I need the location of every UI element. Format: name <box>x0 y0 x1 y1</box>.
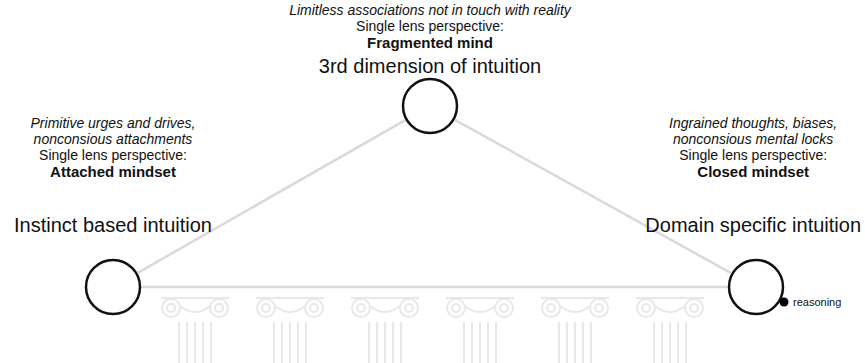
column-echinus <box>370 306 400 312</box>
column-echinus <box>275 306 305 312</box>
column-flute <box>558 322 560 363</box>
column-flute <box>273 322 275 363</box>
column-volute <box>400 299 418 317</box>
column-flute <box>574 322 576 363</box>
column-volute <box>162 299 180 317</box>
column-volute <box>595 304 603 312</box>
column-flute <box>661 322 663 363</box>
column-volute <box>257 299 275 317</box>
column <box>446 298 514 363</box>
column-volute <box>167 304 175 312</box>
perspective-text: Single lens perspective: <box>289 18 571 34</box>
column-volute <box>310 304 318 312</box>
mindset-text: Attached mindset <box>14 163 212 180</box>
column-flute <box>305 322 307 363</box>
column-flute <box>281 322 283 363</box>
column <box>541 298 609 363</box>
column-row <box>161 298 704 363</box>
column-flute <box>463 322 465 363</box>
mindset-text: Closed mindset <box>645 163 861 180</box>
column-volute <box>690 304 698 312</box>
circle-shape <box>729 260 783 314</box>
column-echinus <box>655 306 685 312</box>
column-flute <box>653 322 655 363</box>
column-flute <box>669 322 671 363</box>
column-volute <box>542 299 560 317</box>
column-flute <box>471 322 473 363</box>
column-flute <box>186 322 188 363</box>
column-volute <box>352 299 370 317</box>
column-volute <box>215 304 223 312</box>
column-flute <box>479 322 481 363</box>
intuition-circle: Limitless associations not in touch with… <box>400 76 460 136</box>
circle-outline <box>726 257 786 317</box>
column-flute <box>566 322 568 363</box>
description-text: Primitive urges and drives, nonconsious … <box>16 115 211 147</box>
column-volute <box>210 299 228 317</box>
intuition-circle: Primitive urges and drives, nonconsious … <box>83 257 143 317</box>
text-stack: Ingrained thoughts, biases, nonconsious … <box>645 115 861 236</box>
column-flute <box>685 322 687 363</box>
circle-outline <box>83 257 143 317</box>
circle-shape <box>403 79 457 133</box>
triangle-line <box>142 286 728 289</box>
text-stack: Limitless associations not in touch with… <box>289 2 571 77</box>
column-flute <box>487 322 489 363</box>
column-flute <box>495 322 497 363</box>
column-flute <box>677 322 679 363</box>
column-flute <box>202 322 204 363</box>
column-volute <box>637 299 655 317</box>
column-flute <box>194 322 196 363</box>
column-flute <box>376 322 378 363</box>
circle-outline <box>400 76 460 136</box>
column <box>256 298 324 363</box>
column-flute <box>178 322 180 363</box>
column-flute <box>582 322 584 363</box>
column-volute <box>642 304 650 312</box>
circle-shape <box>86 260 140 314</box>
column-volute <box>547 304 555 312</box>
column-volute <box>305 299 323 317</box>
intuition-circle: Ingrained thoughts, biases, nonconsious … <box>726 257 786 317</box>
mindset-text: Fragmented mind <box>289 34 571 51</box>
reasoning-label: reasoning <box>793 296 841 309</box>
column-flute <box>392 322 394 363</box>
column-volute <box>495 299 513 317</box>
column-volute <box>500 304 508 312</box>
column-volute <box>447 299 465 317</box>
column-echinus <box>560 306 590 312</box>
column-echinus <box>465 306 495 312</box>
column-volute <box>262 304 270 312</box>
column-volute <box>452 304 460 312</box>
column-volute <box>685 299 703 317</box>
column-volute <box>357 304 365 312</box>
description-text: Ingrained thoughts, biases, nonconsious … <box>656 115 851 147</box>
intuition-title: Domain specific intuition <box>645 214 861 236</box>
column-flute <box>368 322 370 363</box>
column-flute <box>297 322 299 363</box>
intuition-title: 3rd dimension of intuition <box>289 55 571 77</box>
description-text: Limitless associations not in touch with… <box>289 2 571 18</box>
intuition-title: Instinct based intuition <box>14 214 212 236</box>
column <box>636 298 704 363</box>
perspective-text: Single lens perspective: <box>14 147 212 163</box>
column-flute <box>384 322 386 363</box>
column-flute <box>210 322 212 363</box>
column-volute <box>405 304 413 312</box>
column-echinus <box>180 306 210 312</box>
column-flute <box>590 322 592 363</box>
column <box>161 298 229 363</box>
column <box>351 298 419 363</box>
column-volute <box>590 299 608 317</box>
column-flute <box>289 322 291 363</box>
column-flute <box>400 322 402 363</box>
text-stack: Primitive urges and drives, nonconsious … <box>14 115 212 236</box>
perspective-text: Single lens perspective: <box>645 147 861 163</box>
